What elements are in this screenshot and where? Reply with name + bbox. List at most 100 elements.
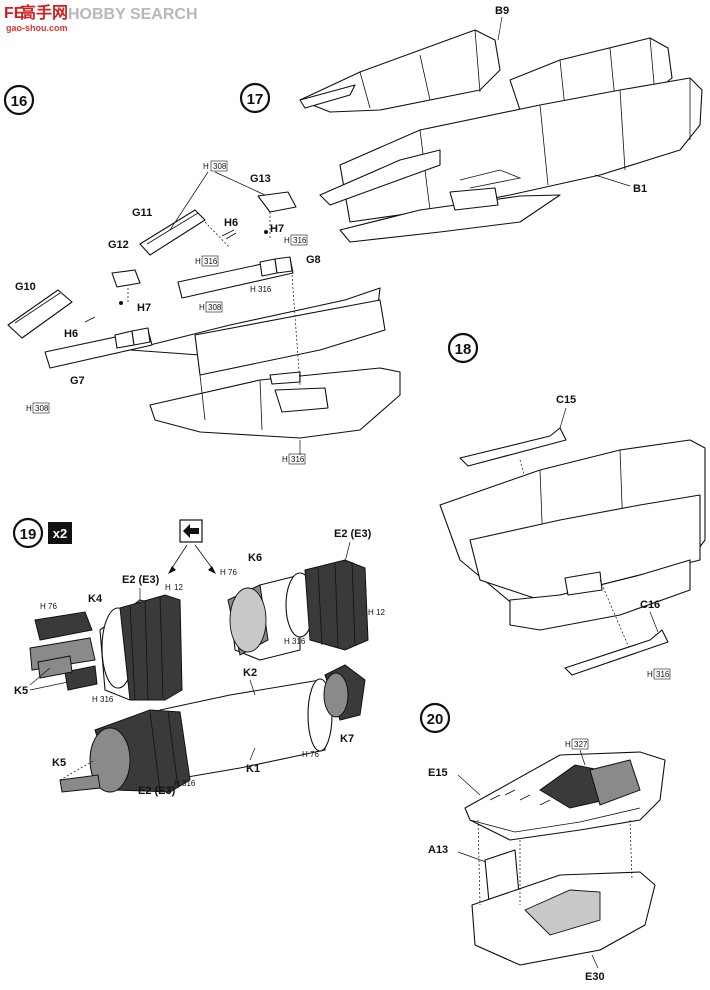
- paint-callout-h316-bottom: H 316: [282, 440, 306, 465]
- svg-text:308: 308: [213, 162, 227, 171]
- part-e15-label: E15: [428, 767, 448, 779]
- paint-callout-h316-c16: H 316: [647, 668, 671, 680]
- paint-callout-h76-k7: H 76: [302, 750, 319, 759]
- paint-callout-h316-g13: H 316: [284, 234, 308, 246]
- watermark-brand-cn: 高手网: [20, 3, 68, 22]
- svg-text:76: 76: [310, 750, 319, 759]
- svg-text:H: H: [284, 637, 290, 646]
- part-b1-label: B1: [633, 183, 647, 195]
- part-k5-label-bottom: K5: [52, 757, 66, 769]
- step-20-drawing: E15 A13 E30 H 327: [428, 738, 666, 983]
- part-e30-label: E30: [585, 971, 605, 983]
- paint-callout-h308-g8: H 308: [199, 301, 223, 313]
- svg-text:H: H: [92, 695, 98, 704]
- svg-text:316: 316: [291, 455, 305, 464]
- step-18-badge: 18: [447, 332, 479, 364]
- svg-text:316: 316: [182, 779, 196, 788]
- part-k1-label: K1: [246, 763, 260, 775]
- part-k6-label: K6: [248, 552, 262, 564]
- paint-callout-h316-left: H 316: [92, 695, 114, 704]
- svg-text:76: 76: [48, 602, 57, 611]
- part-k7-label: K7: [340, 733, 354, 745]
- watermark: FE 高手网 HOBBY SEARCH gao-shou.com: [4, 3, 198, 33]
- svg-text:316: 316: [258, 285, 272, 294]
- svg-text:H: H: [26, 404, 32, 413]
- step-19-badge: 19 x2: [12, 517, 72, 549]
- svg-text:H: H: [40, 602, 46, 611]
- svg-text:H: H: [302, 750, 308, 759]
- svg-text:H: H: [284, 236, 290, 245]
- part-k2-label: K2: [243, 667, 257, 679]
- part-g11-label: G11: [132, 207, 152, 219]
- part-g10-label: G10: [15, 281, 36, 293]
- svg-text:H: H: [220, 568, 226, 577]
- svg-text:316: 316: [204, 257, 218, 266]
- paint-callout-h316-right: H 316: [284, 637, 306, 646]
- svg-text:H: H: [368, 608, 374, 617]
- part-b9-label: B9: [495, 5, 509, 17]
- svg-text:316: 316: [293, 236, 307, 245]
- part-h7-label-top: H7: [270, 223, 284, 235]
- svg-text:H: H: [165, 583, 171, 592]
- part-g12-label: G12: [108, 239, 129, 251]
- multiply-two-badge: x2: [53, 526, 67, 541]
- part-k4-label: K4: [88, 593, 103, 605]
- step-19-number: 19: [20, 526, 37, 543]
- part-a13-label: A13: [428, 844, 448, 856]
- part-e2e3-label-top-left: E2 (E3): [122, 574, 160, 586]
- part-h6-label-bottom: H6: [64, 328, 78, 340]
- part-e2e3-label-bottom: E2 (E3): [138, 785, 176, 797]
- svg-text:76: 76: [228, 568, 237, 577]
- svg-text:12: 12: [174, 583, 183, 592]
- watermark-brand-en: HOBBY SEARCH: [68, 6, 198, 23]
- paint-callout-h76-right: H 76: [220, 568, 237, 577]
- paint-callout-h12-right: H 12: [368, 608, 385, 617]
- svg-text:H: H: [250, 285, 256, 294]
- part-g8-label: G8: [306, 254, 321, 266]
- part-e2e3-label-top-right: E2 (E3): [334, 528, 372, 540]
- paint-callout-h316-k1: H 316: [174, 779, 196, 788]
- svg-text:308: 308: [208, 303, 222, 312]
- step-16-number: 16: [11, 93, 28, 110]
- part-g13-label: G13: [250, 173, 271, 185]
- paint-callout-h327: H 327: [565, 738, 589, 766]
- step-20-number: 20: [427, 711, 444, 728]
- part-g7-label: G7: [70, 375, 85, 387]
- paint-callout-h316-g8: H 316: [195, 255, 219, 267]
- svg-text:327: 327: [574, 740, 588, 749]
- svg-text:H: H: [565, 740, 571, 749]
- svg-text:316: 316: [292, 637, 306, 646]
- svg-text:H: H: [647, 670, 653, 679]
- svg-text:316: 316: [656, 670, 670, 679]
- svg-text:H: H: [195, 257, 201, 266]
- paint-callout-h316-body: H 316: [250, 285, 272, 294]
- step-20-badge: 20: [419, 702, 451, 734]
- paint-callout-h12-left: H 12: [165, 583, 183, 592]
- step-18-drawing: C15 C16 H 316: [439, 394, 706, 680]
- step-17-drawing: B9 B1: [299, 5, 703, 243]
- paint-callout-h76-left: H 76: [40, 602, 57, 611]
- watermark-prefix: FE: [4, 5, 25, 22]
- step-18-number: 18: [455, 341, 472, 358]
- part-h7-label-bottom: H7: [137, 302, 151, 314]
- svg-text:H: H: [174, 779, 180, 788]
- svg-text:H: H: [282, 455, 288, 464]
- paint-callout-h308-top: H 308: [203, 160, 228, 172]
- step-19-drawing: K4 K5 E2 (E3) H 12 H 76 H 316 K6 E2 (E3)…: [14, 519, 385, 797]
- option-arrow-icon: [168, 519, 216, 574]
- step-17-number: 17: [247, 91, 264, 108]
- step-16-badge: 16: [3, 84, 35, 116]
- svg-text:316: 316: [100, 695, 114, 704]
- svg-text:H: H: [199, 303, 205, 312]
- step-17-badge: 17: [239, 82, 271, 114]
- part-c16-label: C16: [640, 599, 660, 611]
- part-h6-label-top: H6: [224, 217, 238, 229]
- paint-callout-h308-g7: H 308: [26, 402, 50, 414]
- svg-text:H: H: [203, 162, 209, 171]
- part-k5-label-top: K5: [14, 685, 28, 697]
- svg-text:308: 308: [35, 404, 49, 413]
- step-16-drawing: G13 G11 H6 H7 G12 G8 G10 H7 H6 G7 H 308 …: [7, 160, 401, 465]
- watermark-url: gao-shou.com: [6, 23, 68, 33]
- part-c15-label: C15: [556, 394, 576, 406]
